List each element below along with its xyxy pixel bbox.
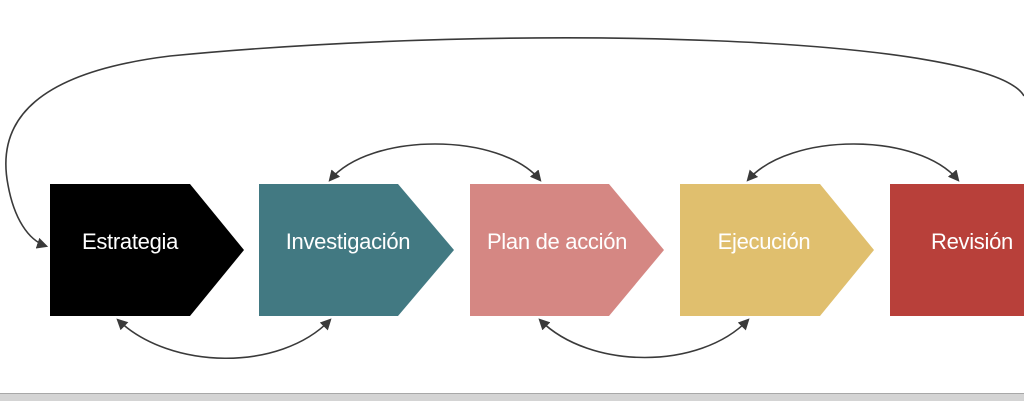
stage-label-investigacion: Investigación <box>286 229 411 254</box>
stage-shape-revision <box>890 184 1024 316</box>
stage-shape-plan-de-accion <box>470 184 664 316</box>
stage-shape-estrategia <box>50 184 244 316</box>
arrow-investigacion-plan <box>328 143 542 182</box>
bottom-divider <box>0 393 1024 401</box>
arrow-estrategia-investigacion <box>116 318 332 360</box>
arrow-ejecucion-revision <box>746 143 960 182</box>
stage-label-ejecucion: Ejecución <box>718 229 811 254</box>
feedback-loop-arrow <box>5 37 1024 249</box>
stage-label-plan-de-accion: Plan de acción <box>487 229 627 254</box>
arrow-plan-ejecucion <box>538 318 750 359</box>
stage-label-estrategia: Estrategia <box>82 229 179 254</box>
stage-shape-ejecucion <box>680 184 874 316</box>
stage-label-revision: Revisión <box>931 229 1013 254</box>
stage-shape-investigacion <box>259 184 454 316</box>
